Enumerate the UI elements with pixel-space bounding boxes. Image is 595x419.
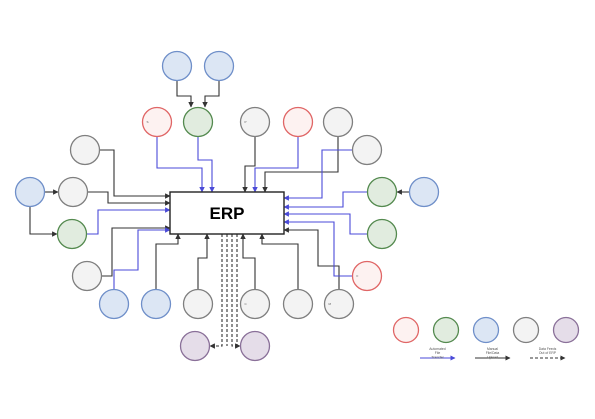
node-circle — [351, 134, 383, 166]
nodes-layer: ERP S P C M F — [14, 50, 440, 362]
node-circle — [182, 288, 214, 320]
connection-n4-to-erp — [197, 137, 215, 193]
erp-box[interactable]: ERP — [169, 191, 285, 235]
node-circle — [56, 218, 88, 250]
node-circle — [282, 288, 314, 320]
connection-n14-to-erp — [113, 227, 171, 289]
legend-label-dashed: Out of ERP — [539, 351, 557, 355]
connection-n1-to-n4 — [176, 81, 194, 108]
system-node-green[interactable] — [366, 176, 398, 208]
system-node-blue[interactable] — [161, 50, 193, 82]
system-node-white[interactable]: M — [323, 288, 355, 320]
system-node-blue[interactable] — [140, 288, 172, 320]
connection-n23-to-erp — [283, 219, 352, 277]
node-circle — [323, 288, 355, 320]
system-node-white[interactable] — [322, 106, 354, 138]
system-node-red[interactable]: S — [141, 106, 173, 138]
system-node-white[interactable]: P — [239, 106, 271, 138]
legend-swatch-red — [392, 316, 420, 344]
system-node-green[interactable] — [56, 218, 88, 250]
erp-label: ERP — [210, 204, 245, 223]
node-circle — [408, 176, 440, 208]
system-node-white[interactable] — [57, 176, 89, 208]
connection-n12-to-erp — [87, 207, 171, 235]
connection-n18-to-erp — [259, 233, 299, 289]
node-label: S — [147, 120, 149, 124]
node-circle — [322, 106, 354, 138]
system-node-white[interactable] — [351, 134, 383, 166]
system-node-purple[interactable] — [179, 330, 211, 362]
legend-label-auto: Transfer — [431, 355, 444, 359]
legend-swatch-blue — [472, 316, 500, 344]
connection-erp-to-n24 — [209, 234, 223, 349]
connection-n16-to-erp — [197, 233, 210, 289]
node-circle — [282, 106, 314, 138]
system-node-blue[interactable] — [203, 50, 235, 82]
node-circle — [69, 134, 101, 166]
node-circle — [366, 176, 398, 208]
connection-n10-to-n12 — [29, 207, 58, 237]
system-node-purple[interactable] — [239, 330, 271, 362]
connection-n13-to-erp — [102, 225, 171, 277]
connection-n19-to-erp — [283, 227, 340, 289]
node-circle — [239, 330, 271, 362]
node-label: F — [357, 274, 359, 278]
system-node-white[interactable] — [69, 134, 101, 166]
connection-n6-to-erp — [252, 137, 299, 193]
node-label: C — [245, 302, 248, 306]
system-node-blue[interactable] — [408, 176, 440, 208]
connection-n17-to-erp — [240, 233, 256, 289]
legend-swatch-purple — [552, 316, 580, 344]
node-circle — [239, 106, 271, 138]
legend-label-manual: Manual — [487, 347, 498, 351]
connection-n2-to-n4 — [202, 81, 220, 108]
connection-n9-to-erp — [88, 191, 171, 206]
system-node-blue[interactable] — [98, 288, 130, 320]
connection-n3-to-erp — [156, 137, 205, 193]
system-node-red[interactable] — [282, 106, 314, 138]
node-circle — [366, 218, 398, 250]
node-circle — [71, 260, 103, 292]
node-label: P — [245, 120, 247, 124]
node-circle — [14, 176, 46, 208]
node-circle — [141, 106, 173, 138]
connection-n7-to-erp — [262, 137, 339, 193]
legend-swatch-green — [432, 316, 460, 344]
system-node-green[interactable] — [182, 106, 214, 138]
system-node-white[interactable] — [71, 260, 103, 292]
node-circle — [98, 288, 130, 320]
node-circle — [179, 330, 211, 362]
connection-n15-to-erp — [155, 233, 181, 289]
connection-erp-to-n25 — [231, 234, 241, 349]
legend-label-auto: File — [435, 351, 441, 355]
system-node-white[interactable] — [182, 288, 214, 320]
system-node-white[interactable] — [282, 288, 314, 320]
node-circle — [161, 50, 193, 82]
system-node-red[interactable]: F — [351, 260, 383, 292]
connection-n22-to-erp — [283, 211, 367, 235]
node-circle — [140, 288, 172, 320]
system-node-white[interactable]: C — [239, 288, 271, 320]
connection-n11-to-erp — [283, 149, 352, 201]
legend-label-dashed: Data Feeds — [539, 347, 557, 351]
node-circle — [182, 106, 214, 138]
connections-layer — [29, 81, 409, 349]
legend-label-auto: Automated — [429, 347, 446, 351]
connection-n8-to-erp — [100, 149, 171, 199]
connection-n20-to-erp — [283, 191, 367, 210]
node-circle — [57, 176, 89, 208]
legend-label-manual: Upload — [487, 355, 498, 359]
legend-label-manual: File/Data — [486, 351, 500, 355]
legend-swatch-white — [512, 316, 540, 344]
system-node-green[interactable] — [366, 218, 398, 250]
connection-n5-to-erp — [242, 137, 256, 193]
node-circle — [239, 288, 271, 320]
system-node-blue[interactable] — [14, 176, 46, 208]
node-circle — [203, 50, 235, 82]
node-label: M — [329, 302, 332, 306]
node-circle — [351, 260, 383, 292]
